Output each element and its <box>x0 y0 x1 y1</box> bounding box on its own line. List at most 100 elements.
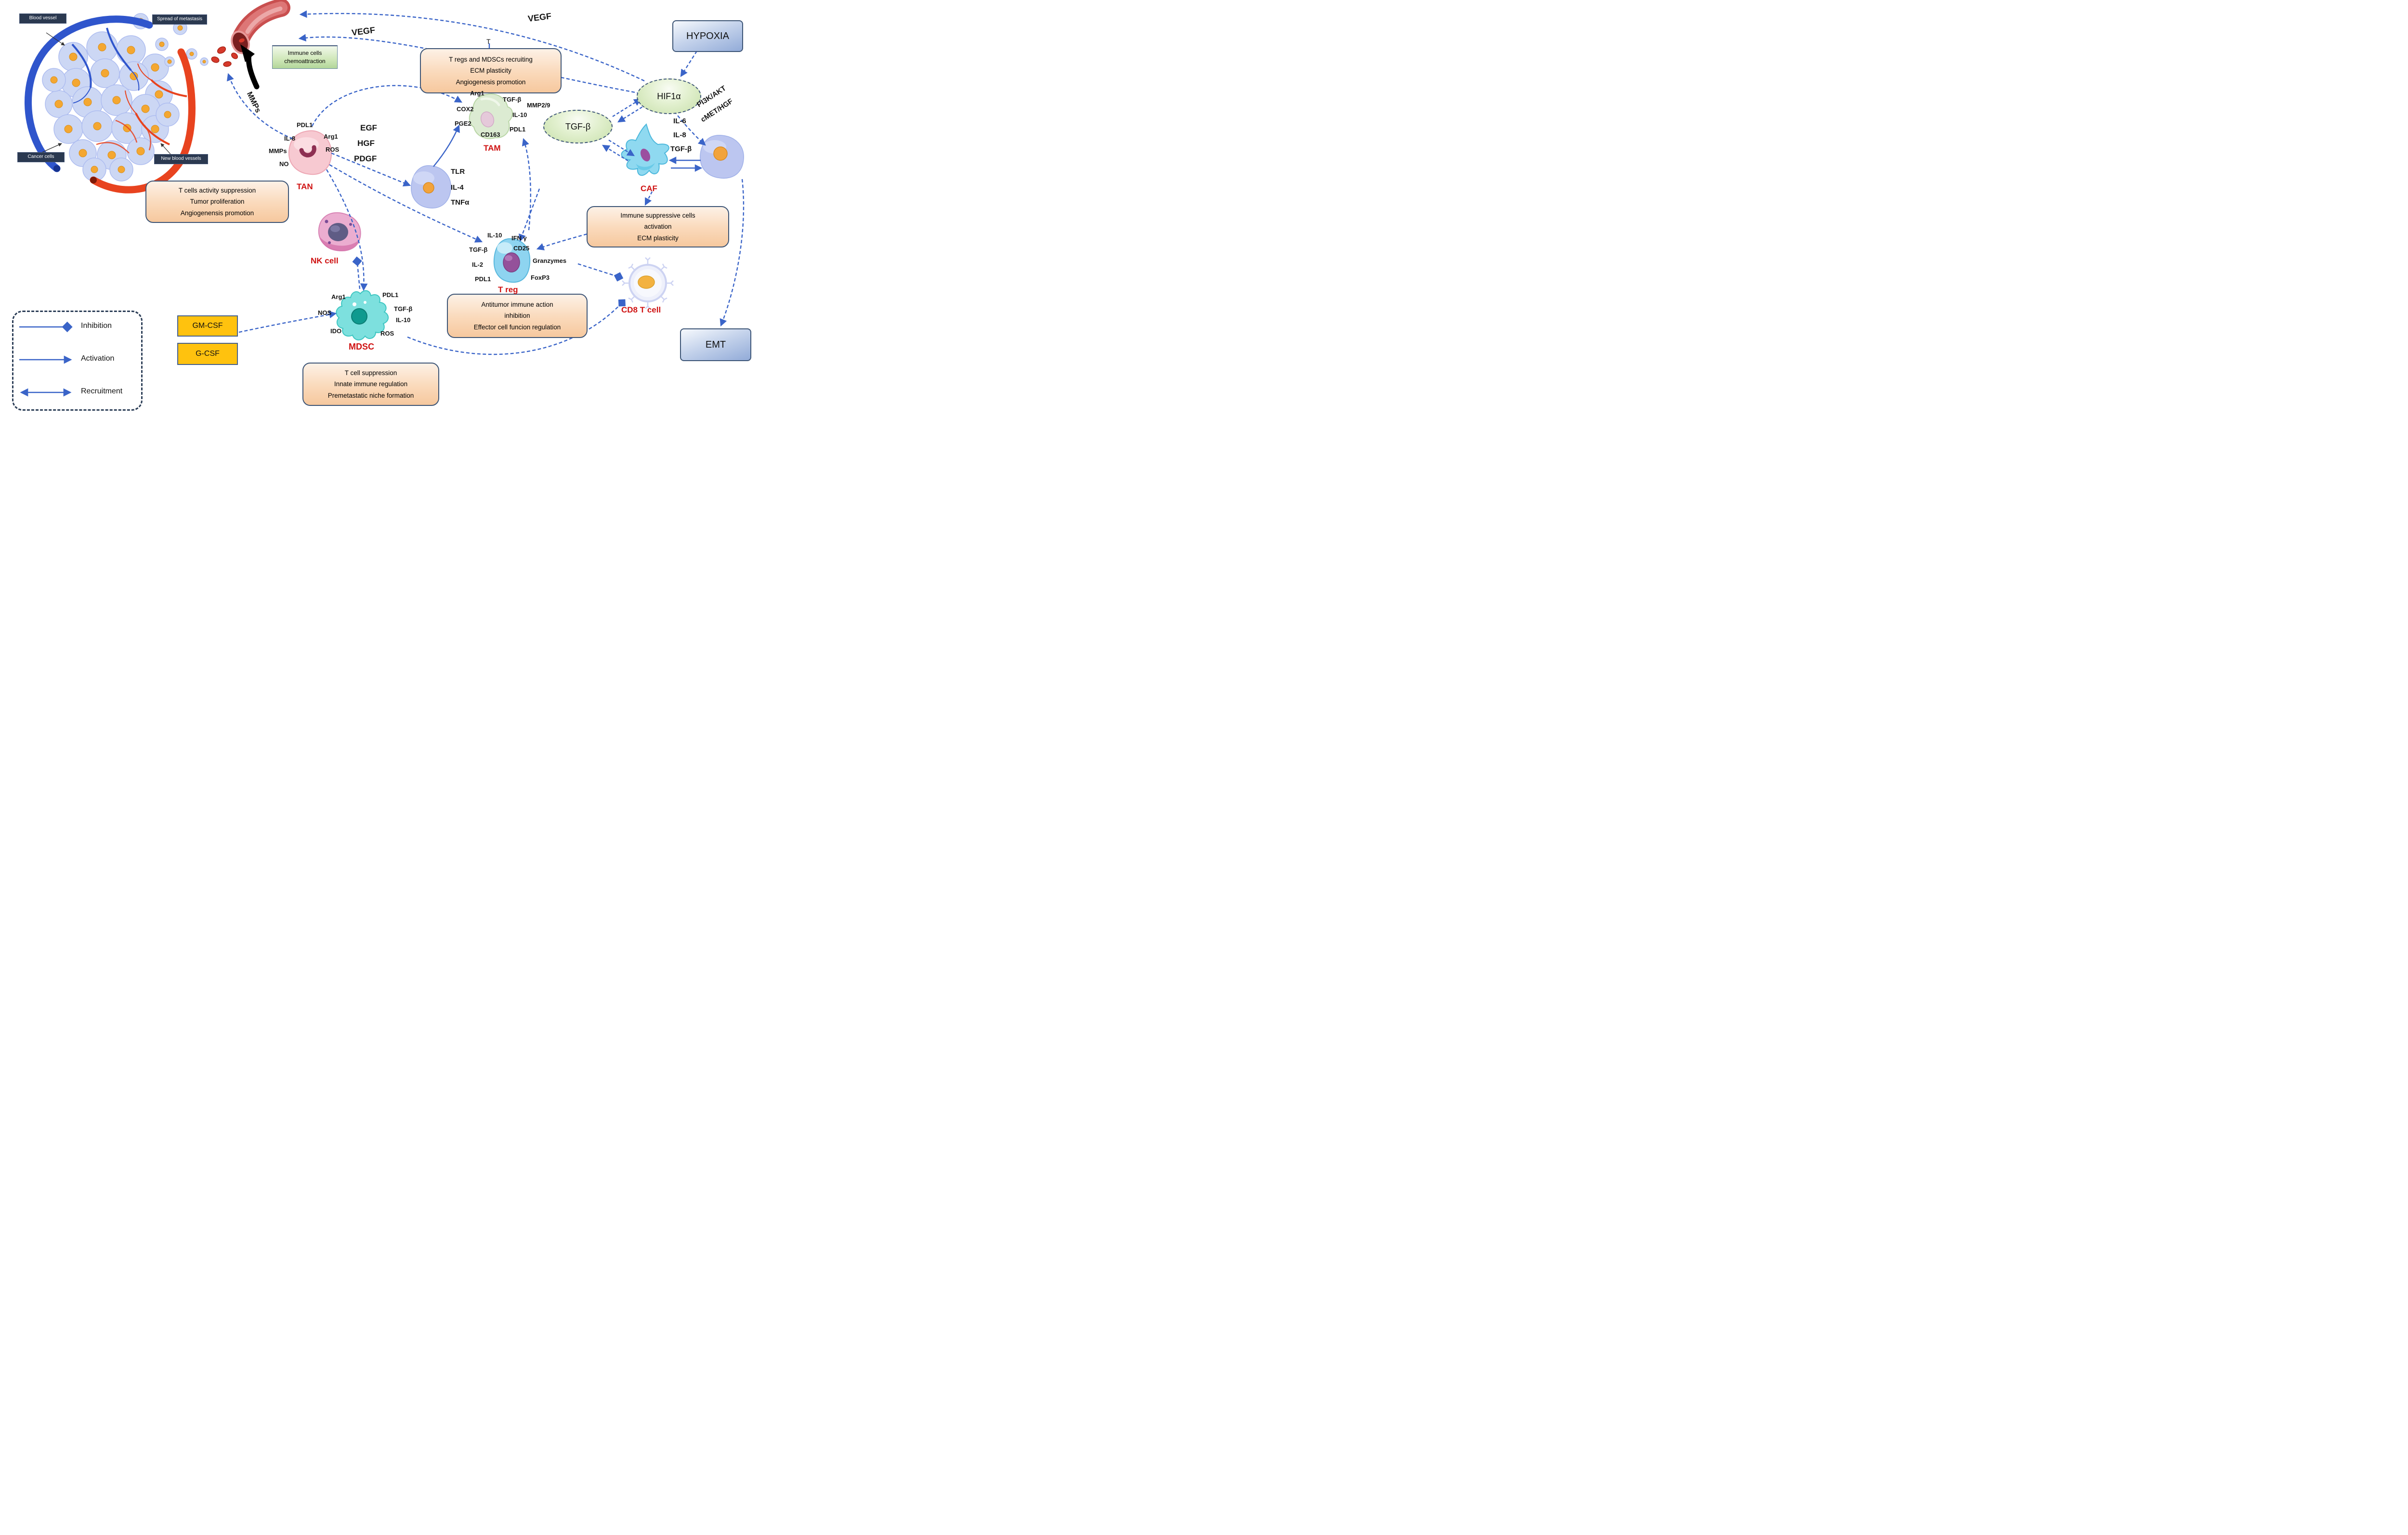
mdsc-arg1: Arg1 <box>331 293 346 300</box>
box-line: Tumor proliferation <box>190 198 245 206</box>
mdsc-nucleus <box>351 308 367 325</box>
immune-chemoattraction-line2: chemoattraction <box>284 58 326 65</box>
box-line: Angiogenesis promotion <box>456 78 526 86</box>
tam-mmp29: MMP2/9 <box>527 102 550 109</box>
box-line: activation <box>644 223 672 231</box>
box-t-cell-suppression: T cell suppression Innate immune regulat… <box>302 363 439 406</box>
label-cancer-cells: Cancer cells <box>17 152 65 162</box>
nk-name: NK cell <box>311 256 339 265</box>
arrow-tan-tumorcell <box>331 152 411 187</box>
arrow-mdsc-nk-inhibition <box>352 256 362 289</box>
box-antitumor: Antitumor immune action inhibition Effec… <box>447 294 588 338</box>
box-line: Innate immune regulation <box>334 380 408 388</box>
tam-cd163: CD163 <box>481 131 500 138</box>
box-line: ECM plasticity <box>637 234 679 242</box>
immune-chemoattraction-line1: Immune cells <box>288 50 322 57</box>
box-line: inhibition <box>504 312 530 320</box>
treg-cd25: CD25 <box>513 245 530 252</box>
tan-cell <box>288 130 332 175</box>
tam-arg1: Arg1 <box>470 90 484 97</box>
tumor-cell-right-nucleus <box>713 146 728 161</box>
arrow-caf-treg <box>519 188 540 242</box>
mdsc-cell <box>336 290 389 340</box>
caf-nucleus <box>640 148 651 162</box>
tgfb-node: TGF-β <box>543 110 613 143</box>
tam-pdl1: PDL1 <box>510 126 526 133</box>
treg-nucleus <box>503 252 520 273</box>
blue-vessel <box>25 15 153 172</box>
box-line: T cells activity suppression <box>178 186 256 194</box>
tam-name: TAM <box>484 143 501 153</box>
cd8-name: CD8 T cell <box>621 305 661 314</box>
box-t-cells-activity: T cells activity suppression Tumor proli… <box>145 181 289 223</box>
treg-granzymes: Granzymes <box>533 257 567 264</box>
g-csf-box: G-CSF <box>177 343 238 365</box>
mdsc-nos: NOS <box>318 309 332 316</box>
tumor-mass-illustration <box>25 13 209 194</box>
tan-il8: IL-8 <box>284 135 296 142</box>
label-pointers <box>42 32 171 155</box>
treg-foxp3: FoxP3 <box>531 274 550 281</box>
mdsc-tgfb: TGF-β <box>394 305 413 312</box>
tam-pge2: PGE2 <box>455 120 471 127</box>
arrow-caf-suppressive-box <box>644 191 653 206</box>
arrow-mmps-vessel <box>226 73 293 140</box>
treg-il10: IL-10 <box>487 232 502 239</box>
arrow-hypoxia-hif1a <box>680 51 698 77</box>
tam-cell <box>469 93 513 139</box>
tumorcell-tnfa: TNFα <box>451 198 470 207</box>
black-arrow <box>240 44 260 90</box>
arrow-tan-mdsc <box>326 169 368 291</box>
arrow-mdsc-cd8-inhibition <box>407 299 626 355</box>
mdsc-name: MDSC <box>349 342 374 351</box>
legend-box <box>12 311 143 411</box>
red-blood-cells <box>211 38 245 67</box>
box-line: T regs and MDSCs recruiting <box>449 55 533 63</box>
box-immune-suppressive: Immune suppressive cells activation ECM … <box>587 206 729 247</box>
nk-cell <box>318 212 361 251</box>
box-line: Antitumor immune action <box>481 300 553 308</box>
treg-pdl1: PDL1 <box>475 275 491 283</box>
arrow-tgfb-caf-a <box>608 139 635 156</box>
arrow-tan-tam <box>311 85 463 127</box>
hypoxia-box: HYPOXIA <box>672 20 743 52</box>
cd8-nucleus <box>638 275 655 289</box>
arrow-vegf-top <box>299 10 645 82</box>
t-letter-label: T <box>486 38 491 45</box>
tam-nucleus <box>480 111 495 128</box>
arrow-treg-cd8-inhibition <box>577 263 624 282</box>
arrow-treg-tam <box>522 138 531 231</box>
tgfb-signal-label: TGF-β <box>670 145 692 153</box>
label-blood-vessel: Blood vessel <box>19 13 66 24</box>
tumor-cell-mid <box>411 165 451 208</box>
arrow-box-treg <box>536 233 588 250</box>
tan-mmps: MMPs <box>269 147 287 155</box>
arrow-tgfb-caf-b <box>602 144 628 162</box>
tumorcell-il4: IL-4 <box>451 183 464 192</box>
tam-cox2: COX2 <box>457 105 474 113</box>
box-line: Immune suppressive cells <box>620 211 695 219</box>
tan-arg1: Arg1 <box>324 133 338 140</box>
tumor-cell-right <box>700 135 744 179</box>
label-spread-metastasis: Spread of metastasis <box>152 14 207 25</box>
label-new-blood-vessels: New blood vessels <box>154 154 208 164</box>
caf-cell <box>621 123 669 176</box>
nk-nucleus <box>328 223 348 241</box>
box-line: Effector cell funcion regulation <box>473 323 561 331</box>
egf-label: EGF <box>360 123 377 132</box>
box-line: ECM plasticity <box>470 67 511 75</box>
red-vessel <box>90 48 196 194</box>
tam-tgfb: TGF-β <box>503 96 522 103</box>
treg-il2: IL-2 <box>472 261 484 268</box>
tan-pdl1: PDL1 <box>297 121 313 129</box>
box-line: Premetastatic niche formation <box>327 391 414 399</box>
mdsc-il10: IL-10 <box>396 316 411 324</box>
tan-nucleus <box>299 145 316 157</box>
tumor-microenvironment-diagram: Blood vessel Spread of metastasis Cancer… <box>0 0 755 414</box>
mdsc-ros: ROS <box>380 330 394 337</box>
legend-arrows <box>19 321 73 397</box>
tan-ros: ROS <box>326 146 340 153</box>
legend-recruitment-label: Recruitment <box>81 387 123 395</box>
arrow-tumorcell-tam <box>433 124 460 167</box>
tumor-cell-mid-nucleus <box>423 182 434 194</box>
